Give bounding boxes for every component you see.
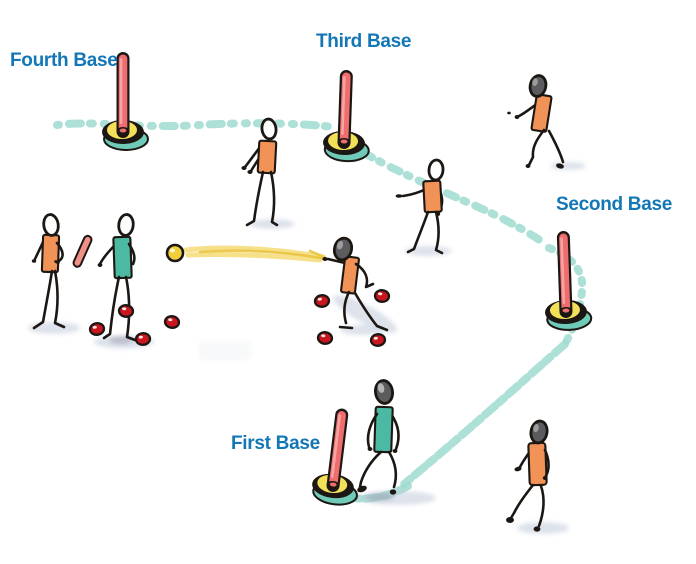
second-base-post — [545, 231, 593, 331]
red-ball — [369, 332, 387, 348]
first-base-label: First Base — [231, 433, 320, 454]
red-ball — [134, 331, 152, 347]
fourth-base-post — [102, 52, 149, 151]
bat — [72, 234, 93, 268]
yellow-ball — [165, 243, 185, 263]
player-fielder-midfield — [395, 158, 445, 255]
third-base-post — [323, 70, 370, 163]
ball-motion-streaks — [183, 245, 328, 263]
red-ball — [163, 314, 181, 330]
faint-smudge — [198, 341, 252, 361]
first-base-post — [312, 408, 359, 506]
red-ball — [88, 321, 106, 337]
third-base-label: Third Base — [316, 31, 412, 52]
red-ball — [117, 303, 135, 319]
player-bottom-right — [506, 419, 550, 532]
player-runner-top-right — [507, 74, 565, 169]
player-fielder-near-third — [241, 117, 279, 227]
red-ball — [373, 288, 391, 304]
player-waiting — [31, 213, 66, 330]
fourth-base-label: Fourth Base — [10, 50, 118, 71]
red-ball — [316, 330, 334, 346]
player-runner-first-base — [357, 379, 400, 495]
second-base-label: Second Base — [556, 194, 673, 215]
player-batter — [72, 213, 137, 342]
player-thrower — [322, 236, 389, 332]
red-ball — [313, 293, 331, 309]
